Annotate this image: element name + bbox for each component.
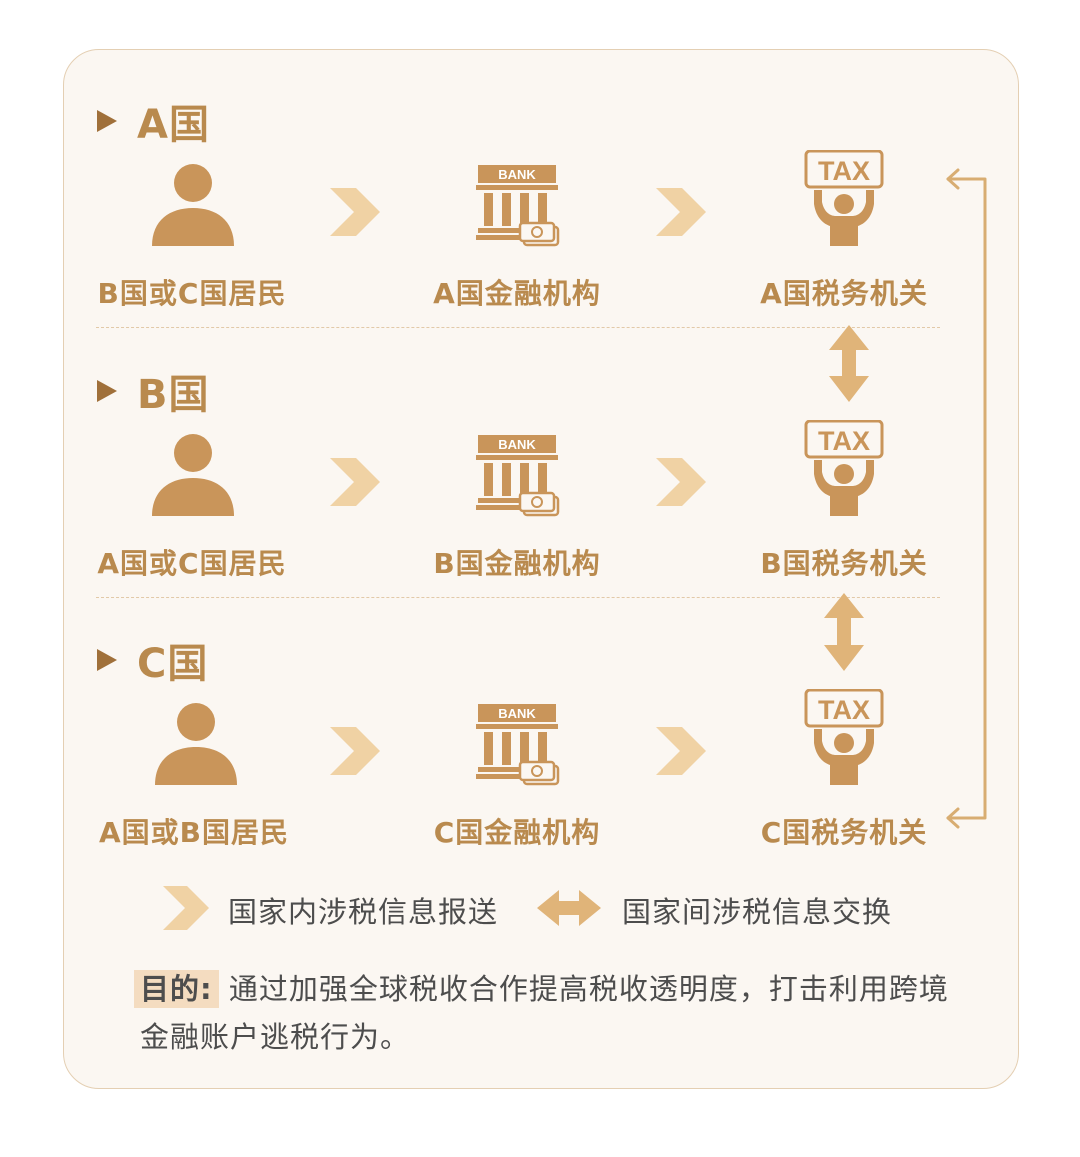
bank-icon: BANK [476,435,560,517]
chevron-right-icon [330,188,380,236]
resident-label-b: A国或C国居民 [97,547,287,580]
triangle-marker-icon [97,380,117,402]
tax-sign-text: TAX [818,156,870,186]
institution-label-c: C国金融机构 [433,816,601,849]
purpose-text: 通过加强全球税收合作提高税收透明度，打击利用跨境金融账户逃税行为。 [140,972,949,1054]
icon-row: BANK TAX [152,420,884,517]
icon-row: BANK TAX [152,150,884,247]
chevron-right-icon [163,886,209,930]
tax-sign-text: TAX [818,426,870,456]
bank-icon: BANK [476,165,560,247]
section-divider [96,327,940,328]
tax-officer-icon: TAX [804,420,884,516]
bank-icon: BANK [476,704,560,786]
purpose-label: 目的: [134,970,219,1008]
bracket-connector-icon [946,168,987,829]
person-icon [152,164,234,246]
resident-label-c: A国或B国居民 [98,816,289,849]
chevron-right-icon [656,188,706,236]
tax-authority-label-c: C国税务机关 [760,816,928,849]
chevron-right-icon [656,727,706,775]
bank-sign-text: BANK [498,167,536,182]
tax-authority-label-a: A国税务机关 [760,277,928,310]
section-a-label: A国 [137,102,210,148]
section-title-b: B国 [97,362,210,420]
legend-international-label: 国家间涉税信息交换 [622,895,893,929]
chevron-right-icon [330,727,380,775]
section-b-label: B国 [137,372,210,418]
tax-sign-text: TAX [818,695,870,725]
legend-domestic-label: 国家内涉税信息报送 [228,895,499,929]
section-title-c: C国 [97,631,208,689]
double-arrow-vertical-icon [829,325,869,402]
person-icon [155,703,237,785]
double-arrow-vertical-icon [824,593,864,671]
tax-authority-label-b: B国税务机关 [760,547,928,580]
bank-sign-text: BANK [498,437,536,452]
triangle-marker-icon [97,649,117,671]
double-arrow-horizontal-icon [537,890,601,926]
section-title-a: A国 [97,92,210,150]
chevron-right-icon [656,458,706,506]
person-icon [152,434,234,516]
section-c-label: C国 [137,641,209,687]
triangle-marker-icon [97,110,117,132]
institution-label-b: B国金融机构 [433,547,601,580]
icon-row: BANK TAX [155,689,884,786]
resident-label-a: B国或C国居民 [97,277,287,310]
bank-sign-text: BANK [498,706,536,721]
section-divider [96,597,940,598]
purpose-statement: 目的: 通过加强全球税收合作提高税收透明度，打击利用跨境金融账户逃税行为。 [134,965,970,1061]
tax-officer-icon: TAX [804,150,884,246]
chevron-right-icon [330,458,380,506]
institution-label-a: A国金融机构 [433,277,601,310]
tax-officer-icon: TAX [804,689,884,785]
